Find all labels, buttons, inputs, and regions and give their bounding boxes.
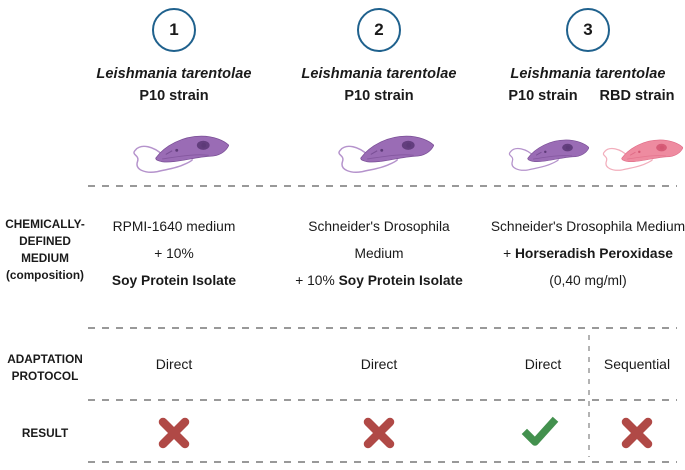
col3-strain-a-label: P10 strain [508, 88, 578, 104]
medium-line: Soy Protein Isolate [111, 273, 237, 288]
check-icon [521, 416, 559, 446]
row-label-medium-line: DEFINED [19, 234, 71, 248]
step-1-circle: 1 [152, 8, 196, 52]
row-label-medium-line: MEDIUM [21, 251, 69, 265]
row-label-result: RESULT [21, 426, 69, 440]
col3-strain-b-label: RBD strain [599, 88, 675, 104]
medium-line: (0,40 mg/ml) [549, 273, 627, 288]
row-label-adaptation-line: ADAPTATION [7, 352, 83, 366]
medium-line: + 10% Soy Protein Isolate [264, 267, 494, 294]
separator-line-3 [88, 399, 677, 401]
step-3-number: 3 [583, 20, 593, 39]
leishmania-promastigote-icon [602, 139, 683, 171]
medium-line-prefix: + [503, 246, 515, 261]
col2-species-name: Leishmania tarentolae [301, 66, 457, 82]
col1-strain-label: P10 strain [139, 88, 209, 104]
leishmania-promastigote-icon [508, 139, 589, 171]
col3-medium-cell: Schneider's Drosophila Medium + Horserad… [468, 213, 685, 294]
leishmania-promastigote-icon [133, 135, 229, 173]
step-1-number: 1 [169, 20, 179, 39]
medium-line: + Horseradish Peroxidase [468, 240, 685, 267]
row-label-medium: CHEMICALLY- DEFINED MEDIUM (composition) [0, 216, 90, 284]
row-label-medium-line: CHEMICALLY- [5, 217, 85, 231]
column3-protocol-divider [588, 335, 590, 457]
medium-line: Medium [354, 246, 404, 261]
medium-line-prefix: + 10% [295, 273, 339, 288]
step-2-number: 2 [374, 20, 384, 39]
col1-adaptation-value: Direct [155, 356, 193, 372]
cross-icon [158, 417, 190, 449]
separator-line-4 [88, 461, 677, 463]
step-3-circle: 3 [566, 8, 610, 52]
medium-line-bold: Soy Protein Isolate [338, 273, 463, 288]
cross-icon [363, 417, 395, 449]
medium-line: RPMI-1640 medium [112, 219, 236, 234]
row-label-adaptation-line: PROTOCOL [11, 369, 79, 383]
col1-medium-cell: RPMI-1640 medium + 10% Soy Protein Isola… [59, 213, 289, 294]
medium-line: Schneider's Drosophila [308, 219, 450, 234]
separator-line-1 [88, 185, 677, 187]
leishmania-promastigote-icon [338, 135, 434, 173]
separator-line-2 [88, 327, 677, 329]
col1-species-name: Leishmania tarentolae [96, 66, 252, 82]
row-label-adaptation: ADAPTATION PROTOCOL [0, 351, 90, 385]
col3-adaptation-a-value: Direct [524, 356, 562, 372]
step-2-circle: 2 [357, 8, 401, 52]
col3-species-name: Leishmania tarentolae [510, 66, 666, 82]
medium-line-bold: Horseradish Peroxidase [514, 246, 673, 261]
row-label-medium-line: (composition) [6, 268, 84, 282]
col2-medium-cell: Schneider's Drosophila Medium + 10% Soy … [264, 213, 494, 294]
col3-adaptation-b-value: Sequential [603, 356, 671, 372]
medium-line: Schneider's Drosophila Medium [490, 219, 685, 234]
medium-line: + 10% [154, 246, 194, 261]
cross-icon [621, 417, 653, 449]
col2-strain-label: P10 strain [344, 88, 414, 104]
col2-adaptation-value: Direct [360, 356, 398, 372]
